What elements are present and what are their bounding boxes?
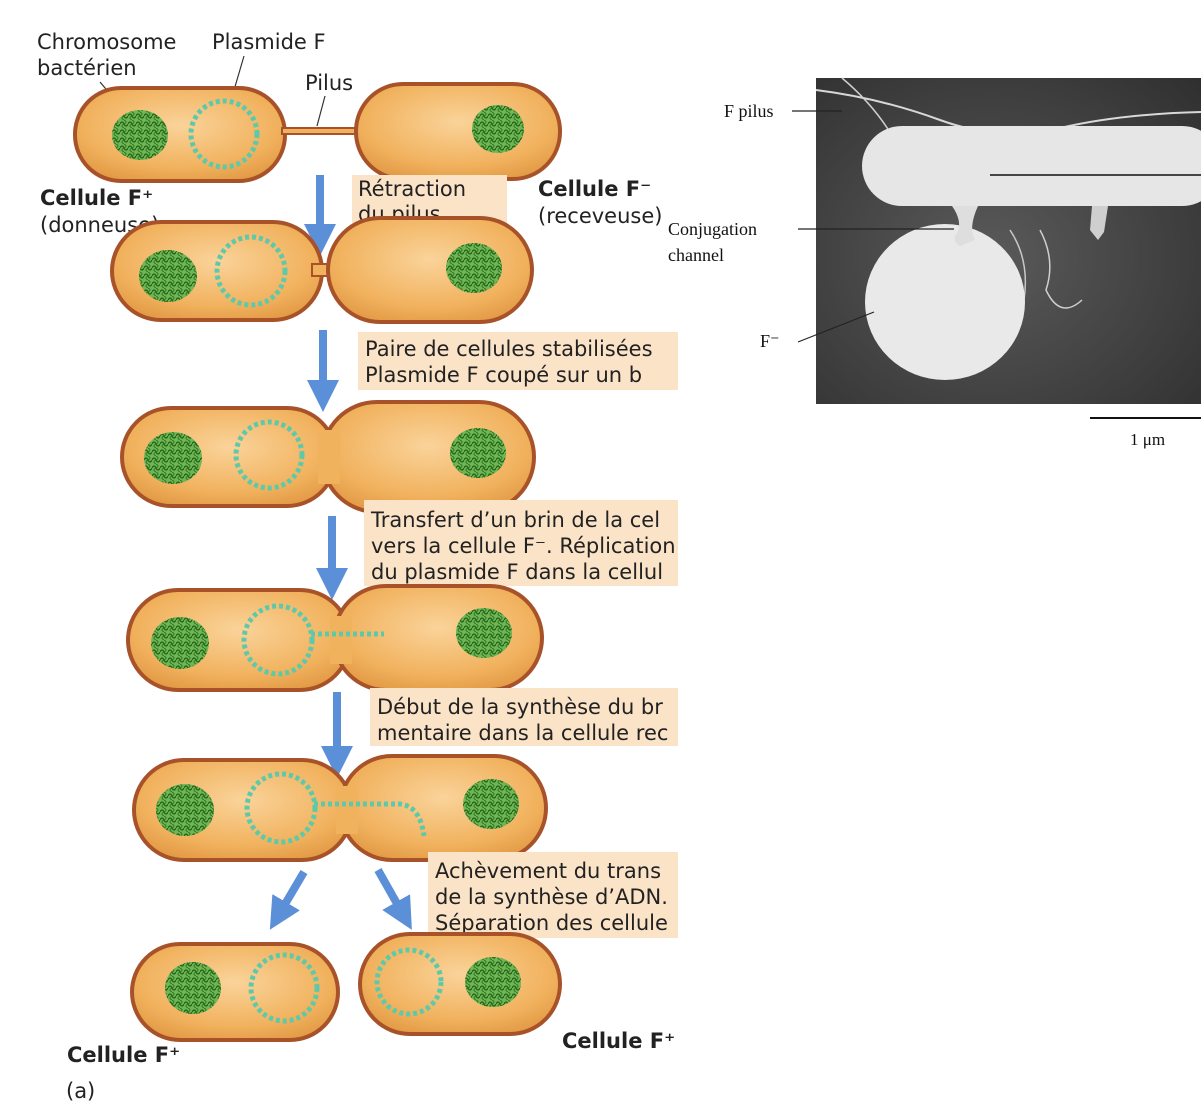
conjugation-channel-label: Conjugation: [668, 219, 757, 239]
f-minus-cell: [865, 224, 1025, 380]
step-arrow: [378, 870, 404, 916]
recipient-cell: [360, 934, 560, 1034]
recipient-subtitle: (receveuse): [538, 204, 662, 228]
plasmid-label: Plasmide F: [212, 30, 326, 54]
f-minus-label: F⁻: [760, 331, 780, 351]
chromosome-label-line2: bactérien: [37, 56, 137, 80]
recipient-title: Cellule F⁻: [538, 177, 651, 201]
panel-b: F pilus Conjugation channel F⁻ 1 μm: [668, 78, 1201, 449]
recipient-cell: [356, 84, 560, 179]
f-pilus-label: F pilus: [724, 101, 774, 121]
pilus-label: Pilus: [305, 71, 353, 95]
step-5-line-3: Séparation des cellule: [435, 911, 668, 935]
stage-1-cells: [75, 84, 560, 181]
donor-chromosome: [165, 962, 221, 1014]
donor-chromosome: [151, 617, 209, 669]
step-2-line-2: Plasmide F coupé sur un b: [365, 363, 642, 387]
step-5-line-2: de la synthèse d’ADN.: [435, 885, 668, 909]
donor-chromosome: [112, 110, 168, 160]
recipient-chromosome: [456, 608, 512, 658]
recipient-chromosome: [446, 243, 502, 293]
donor-chromosome: [156, 784, 214, 836]
recipient-chromosome: [463, 779, 519, 829]
conjugation-bridge: [318, 430, 340, 484]
conjugation-bridge: [330, 616, 352, 664]
step-4-line-2: mentaire dans la cellule rec: [377, 721, 668, 745]
conjugation-channel-label-line2: channel: [668, 245, 724, 265]
f-plus-cell: [862, 126, 1201, 206]
step-arrow: [278, 872, 304, 916]
step-3-line-2: vers la cellule F⁻. Réplication: [371, 534, 676, 558]
final-right-label: Cellule F⁺: [562, 1029, 675, 1053]
stage-5-cells: [134, 756, 546, 860]
recipient-chromosome: [450, 428, 506, 478]
step-1-line-1: Rétraction: [358, 177, 466, 201]
donor-title: Cellule F⁺: [40, 186, 153, 210]
step-5-line-1: Achèvement du trans: [435, 859, 661, 883]
step-3-line-1: Transfert d’un brin de la cel: [370, 508, 660, 532]
stage-3-cells: [122, 402, 534, 512]
chromosome-label: Chromosome: [37, 30, 176, 54]
step-4-line-1: Début de la synthèse du br: [377, 695, 663, 719]
donor-cell: [132, 944, 338, 1040]
panel-a: Chromosome bactérien Plasmide F Pilus Ce…: [37, 30, 678, 1103]
donor-chromosome: [139, 250, 197, 302]
scale-label: 1 μm: [1130, 430, 1165, 449]
recipient-chromosome: [465, 957, 521, 1007]
stage-4-cells: [128, 586, 542, 690]
final-left-label: Cellule F⁺: [67, 1043, 180, 1067]
panel-letter: (a): [66, 1079, 95, 1103]
conjugation-bridge: [336, 786, 358, 834]
donor-cell: [75, 88, 285, 181]
recipient-chromosome: [472, 105, 524, 153]
pilus-pointer: [317, 96, 325, 126]
stage-6-cells: [132, 934, 560, 1040]
step-3-line-3: du plasmide F dans la cellul: [371, 560, 663, 584]
donor-chromosome: [144, 432, 202, 484]
step-2-line-1: Paire de cellules stabilisées: [365, 337, 653, 361]
